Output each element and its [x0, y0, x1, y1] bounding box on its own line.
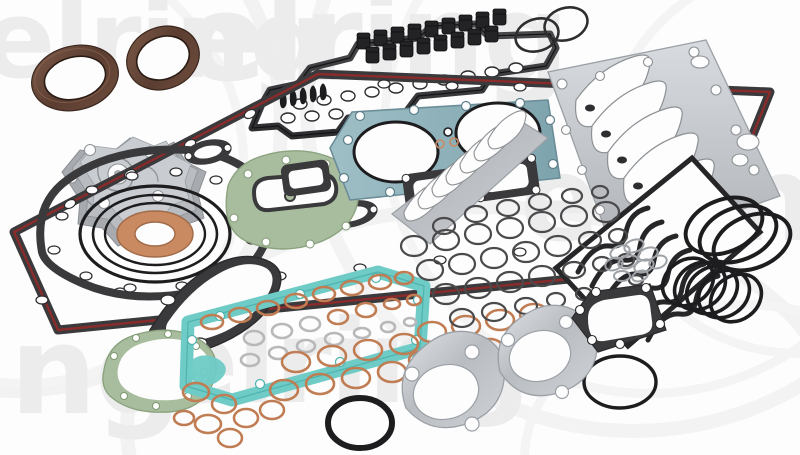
o-rings-upper-part [514, 6, 589, 53]
large-o-ring-single-part [325, 354, 658, 451]
o-rings-field [399, 184, 645, 329]
manifold-strip-grey-part [391, 110, 549, 245]
rect-flange-gasket-part [571, 282, 667, 353]
teal-small-gasket-part [332, 90, 428, 150]
rear-main-gasket-part [36, 145, 275, 301]
small-lock-washers-part [604, 238, 668, 283]
valve-stem-seals-part [356, 8, 507, 64]
crank-seal-small-part [31, 44, 119, 112]
large-o-ring-stack-upper [683, 195, 793, 273]
exhaust-flange-b-part [497, 304, 598, 400]
copper-washers-part [199, 270, 423, 368]
crank-seal-large-part [126, 25, 200, 91]
large-o-ring-stack-part [660, 256, 764, 324]
